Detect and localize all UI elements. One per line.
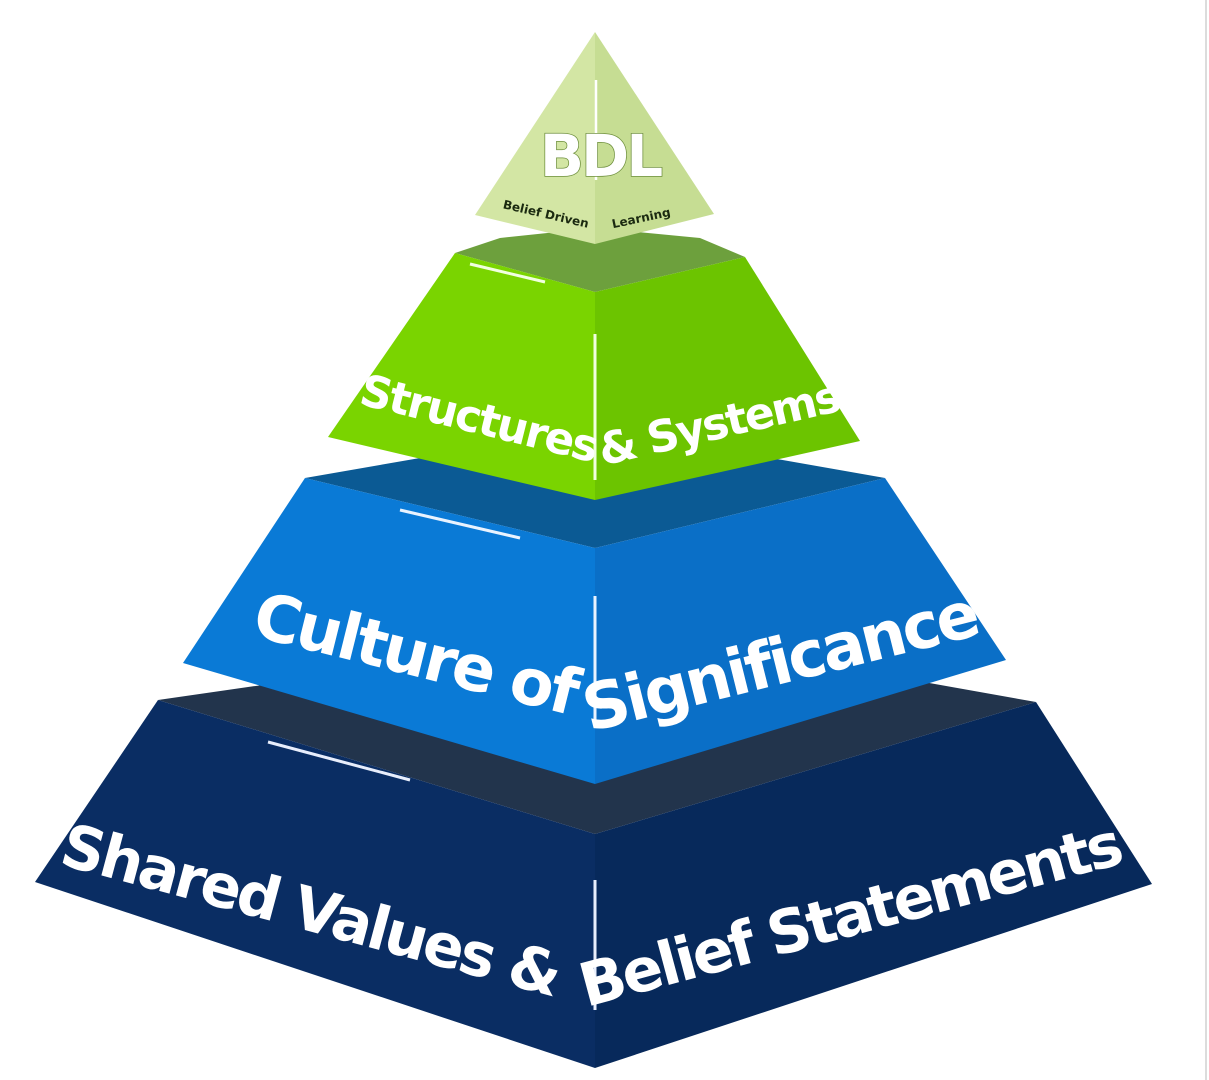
tier-2-left-face	[183, 478, 595, 784]
tier-2-highlight	[399, 508, 521, 540]
tier-1-right-face	[595, 257, 860, 500]
tier-structures	[328, 228, 860, 500]
tier-culture	[183, 456, 1006, 784]
cap-right-face	[595, 32, 714, 244]
tier-bdl-cap	[475, 32, 714, 244]
tier-1-highlight	[469, 262, 546, 284]
tier-1-left-face	[328, 253, 595, 500]
tier-2-right-face	[595, 478, 1006, 784]
tier-3-left-face	[35, 700, 595, 1068]
tier-3-highlight	[267, 740, 411, 782]
tier-1-top-face	[455, 228, 745, 292]
cap-title: BDL	[540, 122, 662, 190]
tier-3-right-face	[595, 702, 1152, 1068]
cap-left-face	[475, 32, 595, 244]
tier-2-top-face	[305, 456, 885, 548]
